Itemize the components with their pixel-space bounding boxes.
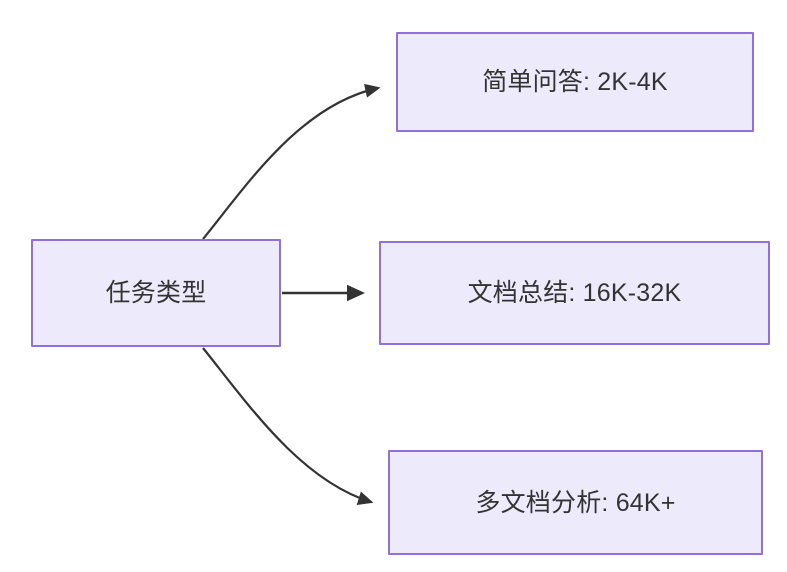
node-task-type[interactable]: 任务类型 bbox=[31, 239, 281, 347]
node-simple-qa[interactable]: 简单问答: 2K-4K bbox=[396, 32, 754, 132]
node-multi-doc-label: 多文档分析: 64K+ bbox=[475, 488, 676, 517]
node-simple-qa-label: 简单问答: 2K-4K bbox=[482, 68, 668, 96]
node-doc-summary[interactable]: 文档总结: 16K-32K bbox=[379, 241, 770, 345]
node-multi-doc[interactable]: 多文档分析: 64K+ bbox=[388, 450, 763, 555]
node-task-type-label: 任务类型 bbox=[105, 279, 207, 307]
node-doc-summary-label: 文档总结: 16K-32K bbox=[467, 279, 682, 307]
edge-task-type-to-simple-qa bbox=[202, 83, 381, 240]
edge-task-type-to-multi-doc bbox=[202, 347, 374, 505]
